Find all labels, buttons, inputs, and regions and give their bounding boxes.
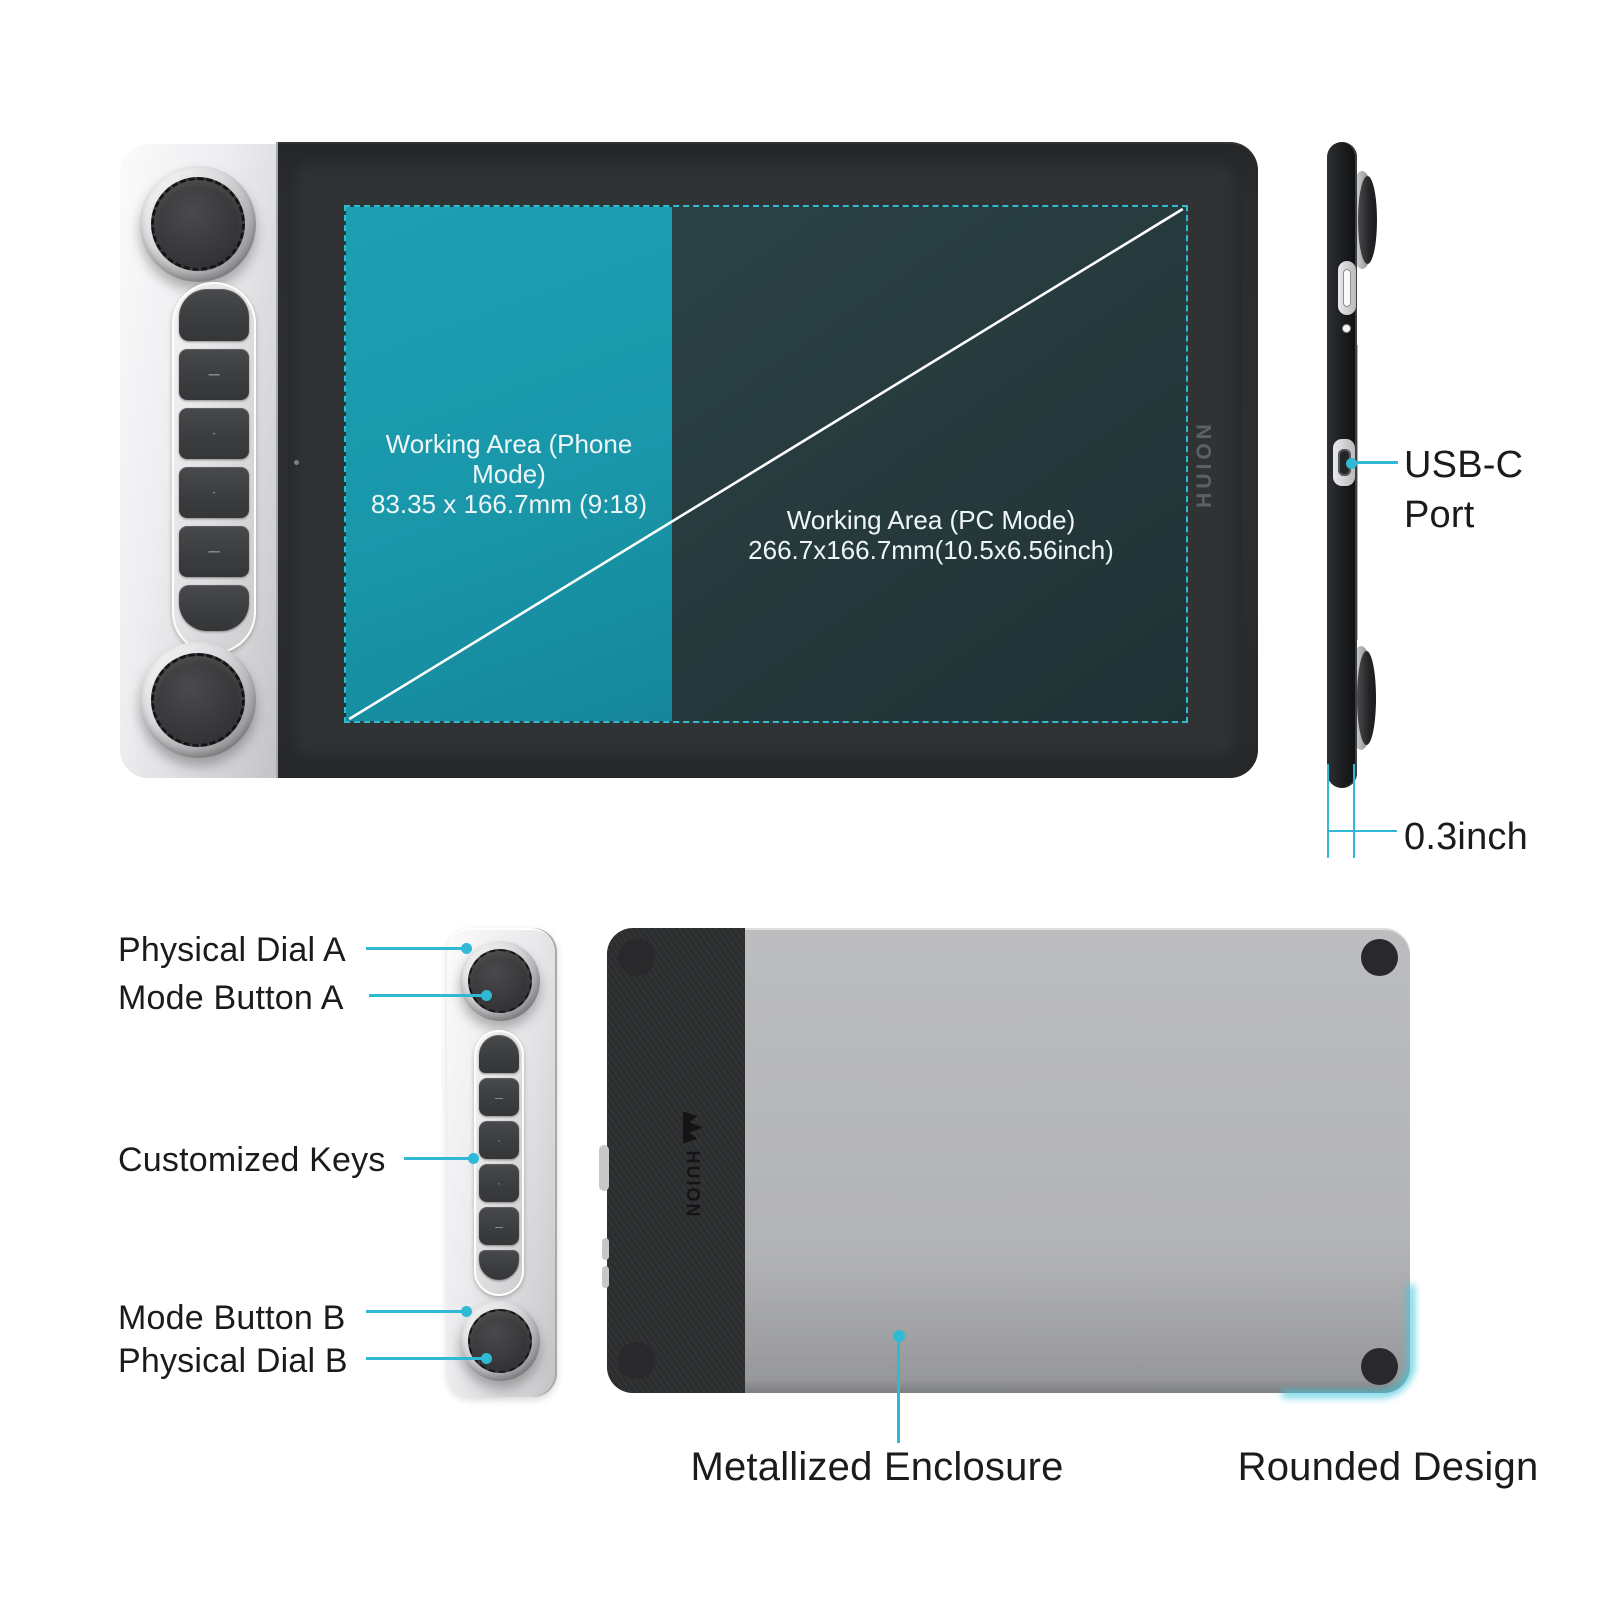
- closeup-physical-dial-b: [460, 1301, 540, 1381]
- mode-button-b-dot: [461, 1306, 472, 1317]
- customized-keys-strip: – · · –: [172, 282, 256, 654]
- thickness-dim-line-left: [1327, 764, 1329, 858]
- closeup-key-3: ·: [479, 1121, 519, 1159]
- phone-mode-line1: Working Area (Phone Mode): [385, 429, 633, 489]
- phone-mode-line2: 83.35 x 166.7mm (9:18): [370, 489, 648, 519]
- closeup-key-4: ·: [479, 1164, 519, 1202]
- huion-crown-icon: [683, 1112, 703, 1144]
- physical-dial-a-line: [366, 947, 466, 950]
- front-control-panel: – · · –: [120, 142, 278, 778]
- side-pen-button: [1343, 269, 1351, 307]
- tablet-front-view: – · · – Working Area (Phone Mode) 83.35 …: [120, 142, 1258, 778]
- back-edge-button: [599, 1145, 609, 1191]
- closeup-keys-strip: – · · –: [474, 1030, 524, 1296]
- rubber-foot-bottom-right: [1361, 1348, 1398, 1385]
- physical-dial-a: [140, 166, 256, 282]
- mode-button-a-line: [369, 994, 486, 997]
- mode-button-b-line: [366, 1310, 467, 1313]
- closeup-physical-dial-a: [460, 941, 540, 1021]
- back-edge-tab-1: [602, 1238, 609, 1260]
- enclosure-callout-dot: [893, 1330, 905, 1342]
- side-indicator-hole: [1342, 324, 1351, 333]
- mode-button-a-label: Mode Button A: [118, 979, 344, 1017]
- working-area-phone-region: [346, 207, 672, 721]
- key-glyph: –: [208, 363, 220, 385]
- side-dial-bottom-rim: [1357, 651, 1376, 745]
- custom-key-6: [179, 585, 249, 631]
- pc-mode-line2: 266.7x166.7mm(10.5x6.56inch): [748, 535, 1114, 565]
- working-area-phone-label: Working Area (Phone Mode) 83.35 x 166.7m…: [346, 429, 672, 519]
- rounded-corner-glow: [1282, 1285, 1414, 1397]
- rubber-foot-top-left: [618, 939, 655, 976]
- usb-port-label: USB-C Port: [1404, 444, 1524, 536]
- closeup-key-1: [479, 1035, 519, 1073]
- thickness-dim-line-horizontal: [1327, 830, 1397, 832]
- closeup-key-5: –: [479, 1207, 519, 1245]
- key-glyph: –: [208, 540, 220, 562]
- rounded-design-label: Rounded Design: [1237, 1445, 1539, 1489]
- closeup-mode-button-a: [468, 949, 532, 1013]
- physical-dial-b-line: [366, 1357, 487, 1360]
- status-led: [294, 460, 299, 465]
- key-glyph: ·: [211, 483, 217, 501]
- thickness-dim-line-right: [1353, 764, 1355, 858]
- physical-dial-b-dot: [481, 1353, 492, 1364]
- mode-button-a-dot: [481, 990, 492, 1001]
- closeup-key-6: [479, 1250, 519, 1280]
- back-edge-tab-2: [602, 1266, 609, 1288]
- physical-dial-a-dot: [461, 943, 472, 954]
- closeup-mode-button-b: [468, 1309, 532, 1373]
- dial-knob: [151, 177, 245, 271]
- mode-button-b-label: Mode Button B: [118, 1299, 346, 1337]
- physical-dial-a-label: Physical Dial A: [118, 931, 346, 969]
- custom-key-3: ·: [179, 408, 249, 459]
- closeup-key-2: –: [479, 1078, 519, 1116]
- dial-knob: [151, 653, 245, 747]
- usb-c-port: [1338, 449, 1351, 476]
- customized-keys-line: [404, 1157, 474, 1160]
- customized-keys-label: Customized Keys: [118, 1141, 386, 1179]
- side-dial-top-rim: [1358, 176, 1377, 264]
- back-textured-strip: HUION: [607, 928, 745, 1393]
- key-glyph: ·: [211, 424, 217, 442]
- working-area-pc-label: Working Area (PC Mode) 266.7x166.7mm(10.…: [672, 505, 1190, 565]
- rubber-foot-bottom-left: [618, 1342, 655, 1379]
- enclosure-callout-line: [897, 1338, 900, 1443]
- diagonal-line: [348, 207, 1184, 721]
- rubber-foot-top-right: [1361, 939, 1398, 976]
- custom-key-2: –: [179, 349, 249, 400]
- physical-dial-b-label: Physical Dial B: [118, 1342, 348, 1380]
- usb-callout-line: [1352, 461, 1398, 464]
- tablet-back-view: HUION: [599, 928, 1414, 1397]
- physical-dial-b: [140, 642, 256, 758]
- custom-key-4: ·: [179, 467, 249, 518]
- controls-closeup-panel: – · · –: [447, 928, 557, 1397]
- custom-key-1: [179, 289, 249, 341]
- custom-key-5: –: [179, 526, 249, 577]
- pc-mode-line1: Working Area (PC Mode): [786, 505, 1076, 535]
- brand-logo-front: HUION: [1193, 420, 1217, 508]
- working-area: Working Area (Phone Mode) 83.35 x 166.7m…: [344, 205, 1188, 723]
- brand-logo-back: HUION: [663, 1110, 723, 1220]
- thickness-label: 0.3inch: [1404, 816, 1528, 858]
- usb-callout-dot: [1346, 458, 1357, 469]
- metallized-enclosure-label: Metallized Enclosure: [690, 1445, 1064, 1489]
- customized-keys-dot: [468, 1153, 479, 1164]
